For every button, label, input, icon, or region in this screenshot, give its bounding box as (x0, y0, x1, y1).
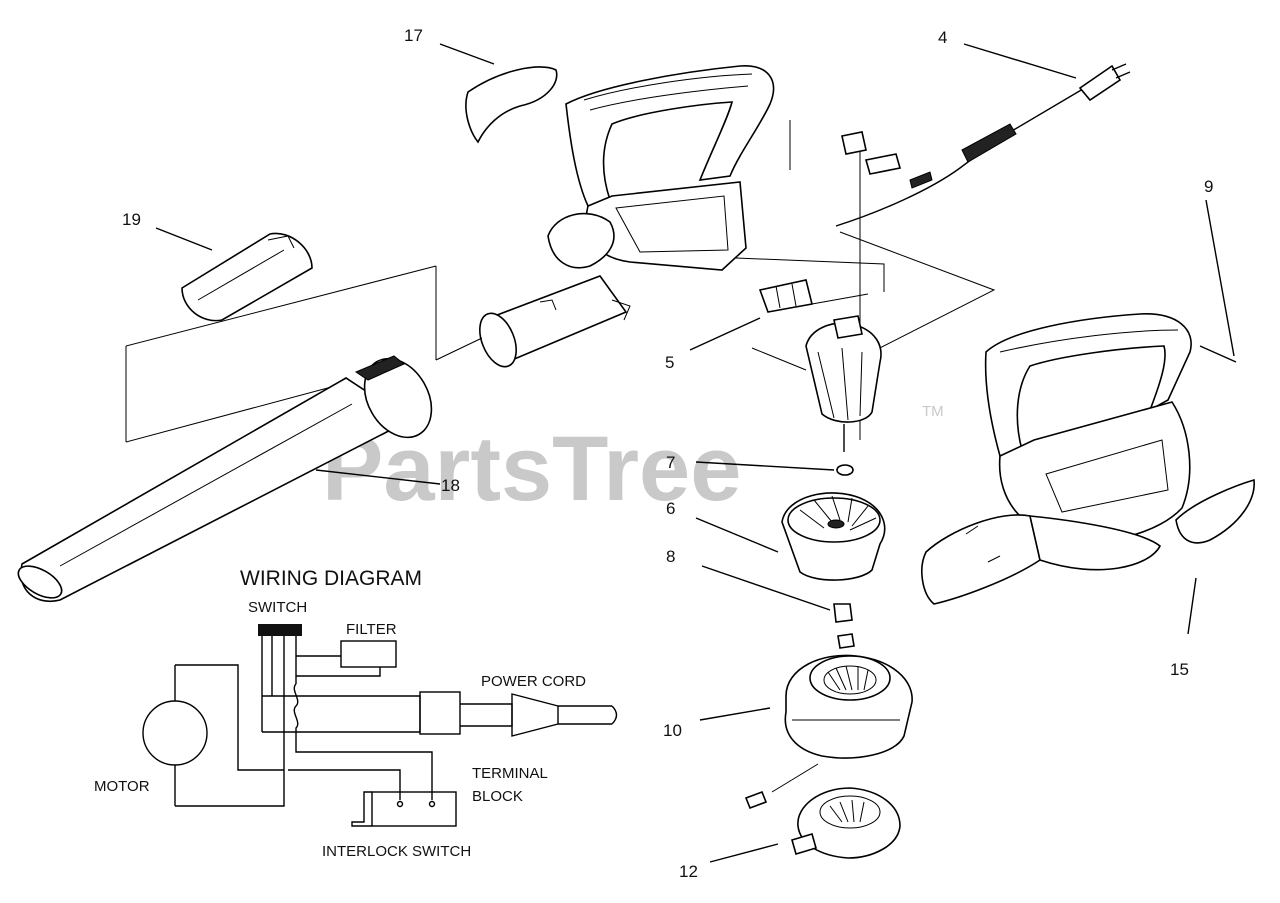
callout-leaders (155, 43, 1235, 863)
switch-parts[interactable] (841, 131, 902, 175)
callout-6: 6 (666, 499, 675, 518)
callout-12: 12 (679, 862, 698, 881)
watermark-tm: TM (922, 403, 944, 420)
callout-18: 18 (441, 476, 460, 495)
filter-label: FILTER (346, 621, 397, 638)
block-label: BLOCK (472, 788, 523, 805)
callout-15: 15 (1170, 660, 1189, 679)
power-cord-label: POWER CORD (481, 673, 586, 690)
part-6-impeller[interactable] (781, 492, 886, 581)
part-12-bottom-cover[interactable] (791, 787, 901, 859)
callout-9: 9 (1204, 177, 1213, 196)
interlock-switch-symbol (351, 791, 457, 827)
callout-numbers: 17 4 9 19 5 7 6 8 18 10 15 12 (122, 26, 1213, 881)
motor-label: MOTOR (94, 778, 150, 795)
filter-symbol (340, 640, 397, 668)
part-18-blower-tube[interactable] (13, 347, 445, 605)
part-8-nut[interactable] (833, 603, 855, 649)
clip[interactable] (744, 763, 819, 810)
wiring-title: WIRING DIAGRAM (240, 567, 422, 590)
callout-5: 5 (665, 353, 674, 372)
blower-housing-half[interactable] (473, 65, 775, 372)
callout-4: 4 (938, 28, 947, 47)
switch-symbol (258, 624, 302, 684)
part-17-cover[interactable] (465, 66, 558, 144)
callout-17: 17 (404, 26, 423, 45)
interlock-switch-label: INTERLOCK SWITCH (322, 843, 471, 860)
terminal-label: TERMINAL (472, 765, 548, 782)
part-10-lower-housing[interactable] (784, 654, 913, 759)
motor-symbol (142, 665, 208, 806)
part-4-power-cord[interactable] (835, 63, 1131, 227)
power-cord-symbol (262, 691, 618, 737)
alignment-lines-18-19 (125, 265, 483, 443)
switch-label: SWITCH (248, 599, 307, 616)
callout-7: 7 (666, 453, 675, 472)
part-5-terminal-block[interactable] (758, 279, 813, 313)
callout-10: 10 (663, 721, 682, 740)
motor[interactable] (805, 315, 882, 452)
part-7-washer[interactable] (836, 464, 854, 476)
part-19-nozzle-tip[interactable] (181, 232, 313, 322)
part-15-assembled-blower[interactable] (921, 313, 1255, 605)
watermark: PartsTree (322, 418, 741, 520)
callout-19: 19 (122, 210, 141, 229)
wiring-diagram: WIRING DIAGRAM SWITCH FILTER POWER CORD … (94, 567, 618, 860)
callout-8: 8 (666, 547, 675, 566)
